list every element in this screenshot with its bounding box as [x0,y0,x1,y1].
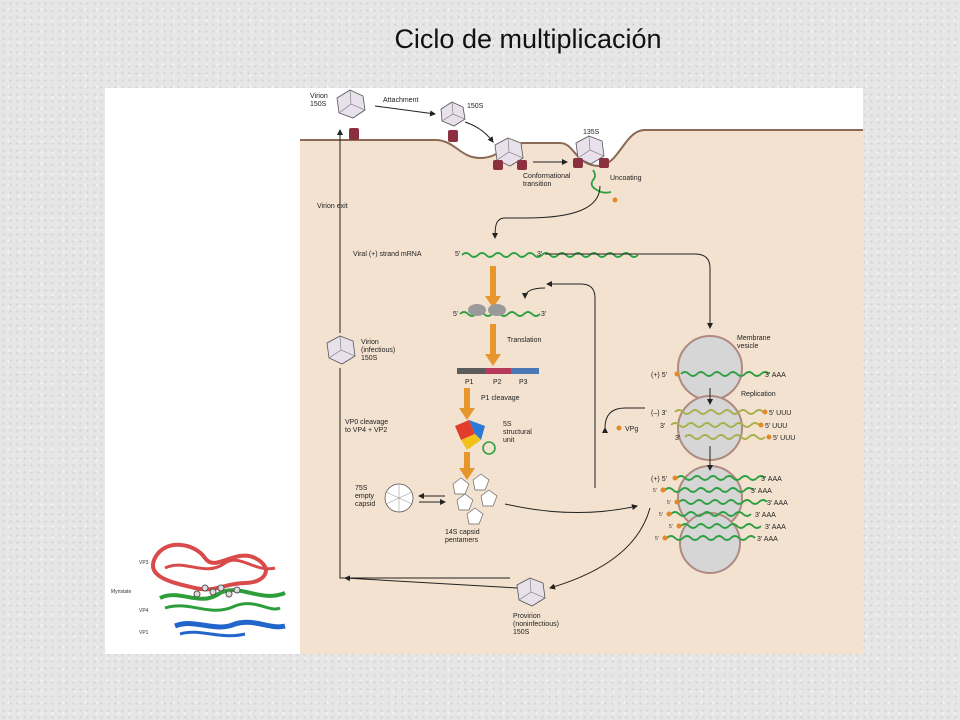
label-aaa: 3' AAA [761,476,782,483]
mrna-strand [461,252,639,258]
label-minus3: (–) 3' [651,410,667,417]
label-translation: Translation [507,337,541,344]
virion-icon [575,135,605,165]
label-5prime: 5' [659,512,663,518]
plasma-membrane [300,129,863,168]
label-vp1: VP1 [139,630,149,636]
label-vp4: VP4 [139,608,149,614]
label-vp3: VP3 [139,560,149,566]
label-uuu: 5' UUU [769,410,791,417]
p3-segment [511,368,539,374]
p2-segment [485,368,511,374]
label-aaa: 3' AAA [757,536,778,543]
label-5prime: 5' [667,500,671,506]
label-aaa: 3' AAA [765,372,786,379]
ribosome-icon [488,304,506,316]
vpg-icon [616,425,622,431]
label-uncoating: Uncoating [610,175,642,182]
label-myristate: Myristate [111,589,132,595]
p1-segment [457,368,485,374]
label-vpg: VPg [625,426,638,433]
label-5prime: 5' [453,311,458,318]
label-virion-exit: Virion exit [317,203,348,210]
pentamer-icons [452,473,498,525]
receptor-icon [349,128,609,170]
label-aaa: 3' AAA [751,488,772,495]
label-5prime: 5' [669,524,673,530]
label-150s: 150S [467,103,484,110]
label-135s: 135S [583,129,600,136]
label-p3: P3 [519,379,528,386]
label-5prime: 5' [455,251,460,258]
cell-cytoplasm [300,88,863,654]
label-virion-infectious: Virion(infectious)150S [361,339,395,362]
label-aaa: 3' AAA [765,524,786,531]
label-p1-cleavage: P1 cleavage [481,395,520,402]
virion-icon [336,89,366,119]
label-3prime: 3' [537,251,542,258]
label-uuu: 5' UUU [765,423,787,430]
virion-icon [494,137,524,167]
structural-unit-icon [455,420,496,455]
label-attachment: Attachment [383,97,418,104]
label-aaa: 3' AAA [755,512,776,519]
label-plus5: (+) 5' [651,372,667,379]
virion-icon [440,101,466,127]
page-title: Ciclo de multiplicación [394,24,662,54]
virion-infectious-icon [326,335,356,365]
label-3prime: 3' [541,311,546,318]
provirion-icon [516,577,546,607]
label-replication: Replication [741,391,776,398]
label-uuu: 5' UUU [773,435,795,442]
label-p1: P1 [465,379,474,386]
label-plus5: (+) 5' [651,476,667,483]
protein-structure-ribbon [151,542,286,638]
label-3prime: 3' [660,423,665,430]
label-5prime: 5' [653,488,657,494]
ribosome-icon [468,304,486,316]
plus-strands [664,475,768,541]
label-p2: P2 [493,379,502,386]
empty-capsid-icon [384,483,414,513]
label-3prime: 3' [675,435,680,442]
extracellular-space [300,88,863,166]
label-5prime: 5' [655,536,659,542]
label-viral-mrna: Viral (+) strand mRNA [353,251,422,258]
label-aaa: 3' AAA [767,500,788,507]
label-provirion: Provirion(noninfectious)150S [513,613,559,636]
